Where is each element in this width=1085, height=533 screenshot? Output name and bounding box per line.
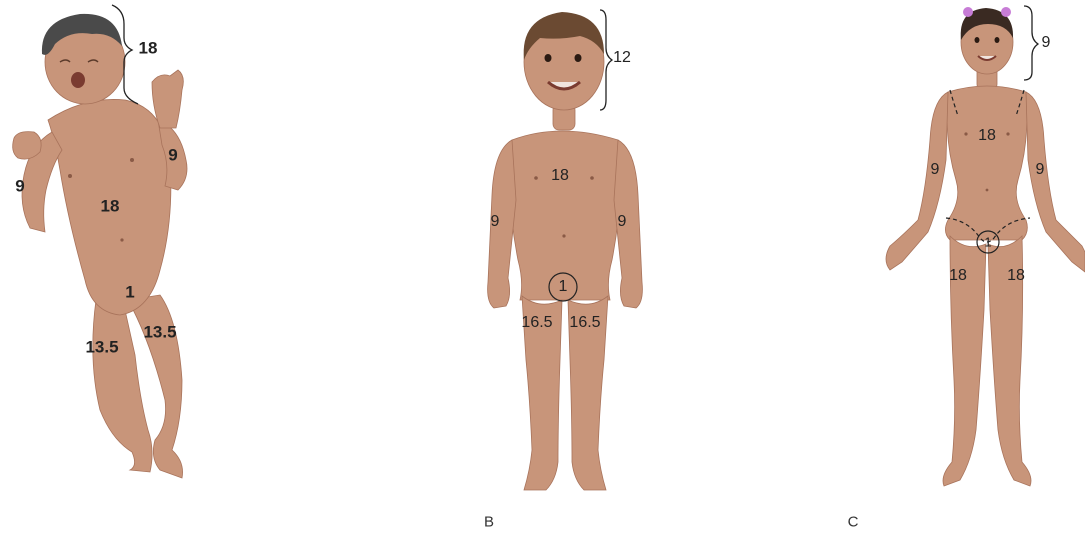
infant-head-value: 18	[139, 40, 158, 57]
child-figure	[488, 10, 643, 490]
infant-genital-value: 1	[125, 284, 134, 301]
adult-right-leg-value: 18	[1007, 268, 1025, 284]
infant-right-arm-value: 9	[168, 147, 177, 164]
infant-body	[13, 70, 187, 478]
child-left-arm-value: 9	[491, 214, 500, 230]
adult-head-value: 9	[1042, 35, 1051, 51]
adult-right-arm-value: 9	[1036, 162, 1045, 178]
adult-left-leg-value: 18	[949, 268, 967, 284]
child-trunk-value: 18	[551, 168, 569, 184]
child-head-value: 12	[613, 50, 631, 66]
child-genital-value: 1	[559, 279, 568, 295]
adult-head-brace	[1024, 6, 1038, 80]
adult-hair-bow-left	[963, 7, 973, 17]
child-right-leg-value: 16.5	[569, 315, 600, 331]
infant-left-arm-value: 9	[15, 178, 24, 195]
infant-trunk-value: 18	[101, 198, 120, 215]
adult-hair-bow-right	[1001, 7, 1011, 17]
child-body	[488, 104, 643, 490]
infant-figure	[13, 5, 187, 478]
child-left-leg-value: 16.5	[521, 315, 552, 331]
infant-left-leg-value: 13.5	[85, 339, 118, 356]
adult-genital-value: 1	[984, 236, 991, 249]
infant-right-leg-value: 13.5	[143, 324, 176, 341]
panel-letter-c: C	[848, 515, 859, 530]
panel-letter-b: B	[484, 515, 494, 530]
adult-body	[886, 62, 1085, 486]
child-right-arm-value: 9	[618, 214, 627, 230]
adult-trunk-value: 18	[978, 128, 996, 144]
adult-left-arm-value: 9	[931, 162, 940, 178]
